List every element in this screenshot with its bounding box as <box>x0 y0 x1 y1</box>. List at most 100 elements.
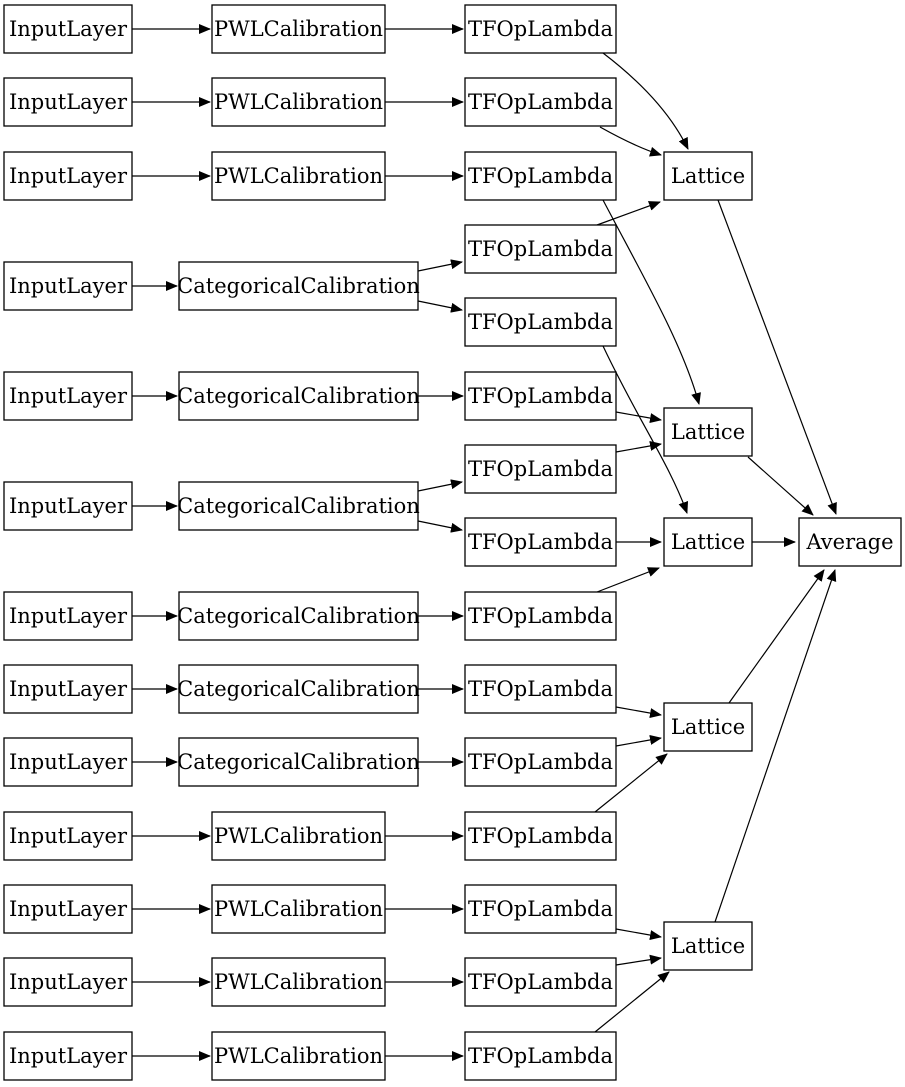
tfop-lambda-14-label: TFOpLambda <box>468 970 613 994</box>
tfop-lambda-7-label: TFOpLambda <box>468 457 613 481</box>
input-layer-5-label: InputLayer <box>9 384 128 408</box>
pwl-calibration-1-box <box>211 4 386 54</box>
node-pwl-calibration-3: PWLCalibration <box>211 151 386 201</box>
tfop-lambda-9-label: TFOpLambda <box>468 604 613 628</box>
edge-tfop-lambda-9-to-lattice-3 <box>596 567 660 593</box>
node-tfop-lambda-13: TFOpLambda <box>464 884 617 934</box>
categorical-calibration-1-label: CategoricalCalibration <box>177 274 420 298</box>
input-layer-2-label: InputLayer <box>9 90 128 114</box>
node-lattice-3: Lattice <box>663 517 753 567</box>
node-tfop-lambda-2: TFOpLambda <box>464 77 617 127</box>
input-layer-13-box <box>3 1031 133 1081</box>
input-layer-9-label: InputLayer <box>9 750 128 774</box>
categorical-calibration-6-box <box>178 737 419 787</box>
tfop-lambda-1-label: TFOpLambda <box>468 17 613 41</box>
node-lattice-5: Lattice <box>663 921 753 971</box>
edge-categorical-calibration-3-to-tfop-lambda-7 <box>417 479 463 492</box>
tfop-lambda-11-box <box>464 737 617 787</box>
node-tfop-lambda-15: TFOpLambda <box>464 1031 617 1081</box>
tfop-lambda-3-box <box>464 151 617 201</box>
tfop-lambda-2-box <box>464 77 617 127</box>
categorical-calibration-4-label: CategoricalCalibration <box>177 604 420 628</box>
node-tfop-lambda-6: TFOpLambda <box>464 371 617 421</box>
lattice-1-label: Lattice <box>671 164 745 188</box>
pwl-calibration-6-label: PWLCalibration <box>214 970 383 994</box>
lattice-2-box <box>663 407 753 457</box>
pwl-calibration-7-label: PWLCalibration <box>214 1044 383 1068</box>
node-lattice-4: Lattice <box>663 702 753 752</box>
lattice-4-box <box>663 702 753 752</box>
node-categorical-calibration-6: CategoricalCalibration <box>177 737 420 787</box>
tfop-lambda-5-box <box>464 297 617 347</box>
tfop-lambda-10-label: TFOpLambda <box>468 677 613 701</box>
input-layer-6-box <box>3 481 133 531</box>
input-layer-10-box <box>3 811 133 861</box>
node-tfop-lambda-3: TFOpLambda <box>464 151 617 201</box>
node-input-layer-11: InputLayer <box>3 884 133 934</box>
input-layer-11-label: InputLayer <box>9 897 128 921</box>
edge-tfop-lambda-13-to-lattice-5 <box>615 928 662 940</box>
node-pwl-calibration-5: PWLCalibration <box>211 884 386 934</box>
lattice-5-box <box>663 921 753 971</box>
edge-lattice-1-to-average <box>717 199 837 515</box>
tfop-lambda-9-box <box>464 591 617 641</box>
tfop-lambda-12-label: TFOpLambda <box>468 824 613 848</box>
input-layer-5-box <box>3 371 133 421</box>
tfop-lambda-8-box <box>464 517 617 567</box>
tfop-lambda-6-label: TFOpLambda <box>468 384 613 408</box>
node-tfop-lambda-8: TFOpLambda <box>464 517 617 567</box>
lattice-3-box <box>663 517 753 567</box>
node-tfop-lambda-9: TFOpLambda <box>464 591 617 641</box>
input-layer-10-label: InputLayer <box>9 824 128 848</box>
edges-layer <box>132 24 837 1061</box>
tfop-lambda-1-box <box>464 4 617 54</box>
categorical-calibration-3-box <box>178 481 419 531</box>
input-layer-8-label: InputLayer <box>9 677 128 701</box>
edge-tfop-lambda-5-to-lattice-3 <box>602 345 689 514</box>
node-pwl-calibration-2: PWLCalibration <box>211 77 386 127</box>
node-categorical-calibration-1: CategoricalCalibration <box>177 261 420 311</box>
edge-tfop-lambda-15-to-lattice-5 <box>594 971 670 1033</box>
tfop-lambda-4-box <box>464 224 617 274</box>
pwl-calibration-2-box <box>211 77 386 127</box>
node-input-layer-7: InputLayer <box>3 591 133 641</box>
input-layer-12-label: InputLayer <box>9 970 128 994</box>
input-layer-12-box <box>3 957 133 1007</box>
node-average: Average <box>798 517 902 567</box>
node-input-layer-2: InputLayer <box>3 77 133 127</box>
pwl-calibration-6-box <box>211 957 386 1007</box>
input-layer-6-label: InputLayer <box>9 494 128 518</box>
node-tfop-lambda-10: TFOpLambda <box>464 664 617 714</box>
tfop-lambda-3-label: TFOpLambda <box>468 164 613 188</box>
node-tfop-lambda-5: TFOpLambda <box>464 297 617 347</box>
lattice-1-box <box>663 151 753 201</box>
edge-tfop-lambda-3-to-lattice-2 <box>602 199 701 405</box>
categorical-calibration-6-label: CategoricalCalibration <box>177 750 420 774</box>
node-input-layer-3: InputLayer <box>3 151 133 201</box>
input-layer-9-box <box>3 737 133 787</box>
nodes-layer: InputLayerInputLayerInputLayerInputLayer… <box>3 4 902 1081</box>
tfop-lambda-13-label: TFOpLambda <box>468 897 613 921</box>
input-layer-4-box <box>3 261 133 311</box>
node-input-layer-4: InputLayer <box>3 261 133 311</box>
input-layer-3-label: InputLayer <box>9 164 128 188</box>
pwl-calibration-4-label: PWLCalibration <box>214 824 383 848</box>
node-pwl-calibration-6: PWLCalibration <box>211 957 386 1007</box>
tfop-lambda-14-box <box>464 957 617 1007</box>
categorical-calibration-2-box <box>178 371 419 421</box>
input-layer-13-label: InputLayer <box>9 1044 128 1068</box>
input-layer-7-box <box>3 591 133 641</box>
node-tfop-lambda-11: TFOpLambda <box>464 737 617 787</box>
pwl-calibration-4-box <box>211 811 386 861</box>
edge-lattice-2-to-average <box>747 456 814 516</box>
tfop-lambda-6-box <box>464 371 617 421</box>
categorical-calibration-5-box <box>178 664 419 714</box>
node-categorical-calibration-5: CategoricalCalibration <box>177 664 420 714</box>
node-tfop-lambda-14: TFOpLambda <box>464 957 617 1007</box>
edge-lattice-5-to-average <box>714 569 837 923</box>
categorical-calibration-3-label: CategoricalCalibration <box>177 494 420 518</box>
edge-tfop-lambda-1-to-lattice-1 <box>602 52 689 150</box>
average-box <box>798 517 902 567</box>
input-layer-1-box <box>3 4 133 54</box>
